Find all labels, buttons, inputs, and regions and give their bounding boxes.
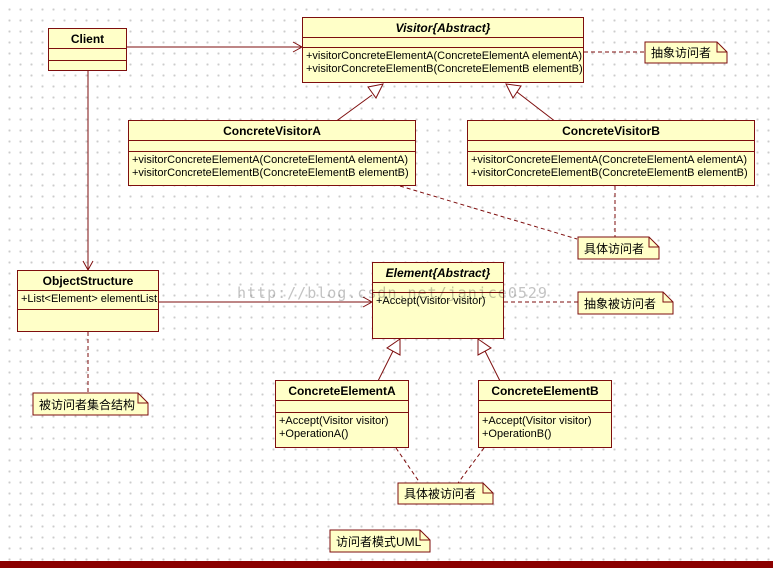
class-title: ConcreteElementB xyxy=(479,381,611,401)
class-concrete-visitor-b[interactable]: ConcreteVisitorB +visitorConcreteElement… xyxy=(467,120,755,186)
note-abstract-element[interactable]: 抽象被访问者 xyxy=(584,296,657,311)
class-title: ConcreteVisitorA xyxy=(129,121,415,141)
class-title: ObjectStructure xyxy=(18,271,158,291)
class-title: Client xyxy=(49,29,126,49)
attributes-compartment xyxy=(373,283,503,293)
method: +OperationA() xyxy=(279,428,349,440)
class-object-structure[interactable]: ObjectStructure +List<Element> elementLi… xyxy=(17,270,159,332)
class-title: Visitor{Abstract} xyxy=(303,18,583,38)
note-link-concretevisitora xyxy=(399,185,578,240)
method: +visitorConcreteElementA(ConcreteElement… xyxy=(471,154,748,166)
attributes-compartment xyxy=(49,49,126,61)
note-uml-title[interactable]: 访问者模式UML xyxy=(336,534,422,549)
methods-compartment: +Accept(Visitor visitor) xyxy=(373,293,503,308)
attributes-compartment xyxy=(479,401,611,413)
method: +visitorConcreteElementA(ConcreteElement… xyxy=(132,154,409,166)
note-shape-abstract-visitor xyxy=(644,41,728,64)
class-element-abstract[interactable]: Element{Abstract} +Accept(Visitor visito… xyxy=(372,262,504,339)
method: +Accept(Visitor visitor) xyxy=(376,295,486,307)
attributes-compartment: +List<Element> elementList xyxy=(18,291,158,310)
method: +visitorConcreteElementB(ConcreteElement… xyxy=(132,167,409,179)
note-shape-collection-structure xyxy=(32,392,149,416)
methods-compartment: +Accept(Visitor visitor) +OperationA() xyxy=(276,413,408,441)
attributes-compartment xyxy=(303,38,583,48)
class-concrete-element-a[interactable]: ConcreteElementA +Accept(Visitor visitor… xyxy=(275,380,409,448)
note-shape-abstract-element xyxy=(577,291,674,315)
note-collection-structure[interactable]: 被访问者集合结构 xyxy=(39,397,136,412)
attributes-compartment xyxy=(468,141,754,152)
generalization-concreteelementb-element xyxy=(477,338,501,382)
generalization-concretevisitora-visitor xyxy=(334,83,384,123)
note-link-concreteelementb xyxy=(457,447,485,484)
method: +visitorConcreteElementA(ConcreteElement… xyxy=(306,50,583,62)
methods-compartment: +visitorConcreteElementA(ConcreteElement… xyxy=(303,48,583,76)
attributes-compartment xyxy=(276,401,408,413)
class-title: ConcreteVisitorB xyxy=(468,121,754,141)
bottom-bar xyxy=(0,561,773,568)
note-link-concreteelementa xyxy=(395,447,421,484)
generalization-concretevisitorb-visitor xyxy=(505,83,557,123)
note-shape-concrete-element xyxy=(397,482,494,505)
class-visitor-abstract[interactable]: Visitor{Abstract} +visitorConcreteElemen… xyxy=(302,17,584,83)
note-concrete-visitor[interactable]: 具体访问者 xyxy=(584,241,645,256)
method: +OperationB() xyxy=(482,428,552,440)
method: +visitorConcreteElementB(ConcreteElement… xyxy=(306,63,583,75)
method: +Accept(Visitor visitor) xyxy=(482,415,592,427)
methods-compartment: +visitorConcreteElementA(ConcreteElement… xyxy=(468,152,754,180)
method: +visitorConcreteElementB(ConcreteElement… xyxy=(471,167,748,179)
method: +Accept(Visitor visitor) xyxy=(279,415,389,427)
note-shape-concrete-visitor xyxy=(577,236,660,260)
attributes-compartment xyxy=(129,141,415,152)
methods-compartment: +visitorConcreteElementA(ConcreteElement… xyxy=(129,152,415,180)
assoc-objectstructure-element xyxy=(159,296,374,308)
note-abstract-visitor[interactable]: 抽象访问者 xyxy=(651,46,712,60)
generalization-concreteelementa-element xyxy=(377,338,401,382)
class-concrete-element-b[interactable]: ConcreteElementB +Accept(Visitor visitor… xyxy=(478,380,612,448)
class-client[interactable]: Client xyxy=(48,28,127,71)
class-concrete-visitor-a[interactable]: ConcreteVisitorA +visitorConcreteElement… xyxy=(128,120,416,186)
assoc-client-objectstructure xyxy=(82,71,94,272)
class-title: ConcreteElementA xyxy=(276,381,408,401)
class-title: Element{Abstract} xyxy=(373,263,503,283)
methods-compartment: +Accept(Visitor visitor) +OperationB() xyxy=(479,413,611,441)
attribute: +List<Element> elementList xyxy=(21,293,158,305)
note-shape-uml-title xyxy=(329,529,431,553)
assoc-client-visitor xyxy=(126,41,304,53)
note-concrete-element[interactable]: 具体被访问者 xyxy=(404,487,477,501)
